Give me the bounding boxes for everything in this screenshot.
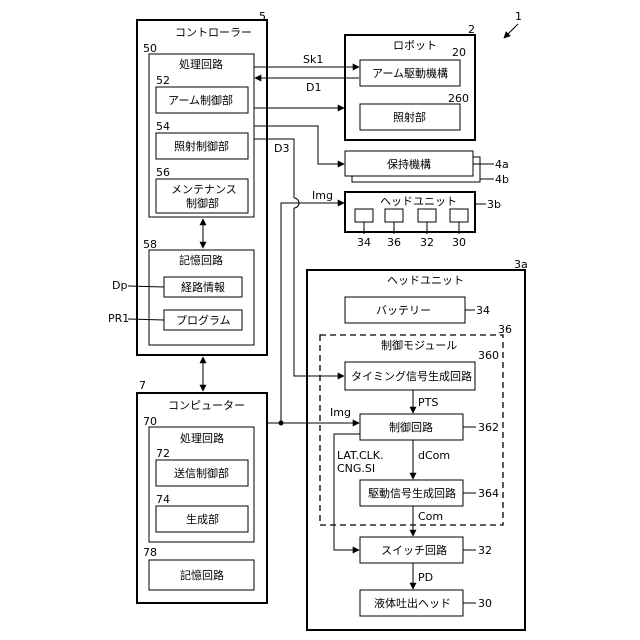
head-unit-small-label: ヘッドユニット bbox=[380, 195, 457, 208]
battery-label: バッテリー bbox=[376, 304, 431, 317]
transmit-control-label: 送信制御部 bbox=[174, 466, 229, 480]
lat-label-1: LAT.CLK. bbox=[337, 449, 383, 462]
controller-processing-ref: 50 bbox=[143, 42, 157, 55]
head-unit-label: ヘッドユニット bbox=[387, 274, 464, 287]
d1-label: D1 bbox=[306, 81, 321, 94]
robot-label: ロボット bbox=[393, 39, 437, 52]
pts-label: PTS bbox=[418, 396, 438, 409]
head-unit-small-block: ヘッドユニット 3b 34 36 32 30 bbox=[345, 192, 501, 249]
head-slot-1-ref: 34 bbox=[357, 236, 371, 249]
holding-ref-a: 4a bbox=[495, 158, 509, 171]
timing-ref: 360 bbox=[478, 349, 499, 362]
head-slot-3 bbox=[418, 209, 436, 222]
generation-label: 生成部 bbox=[186, 512, 219, 526]
robot-ref: 2 bbox=[468, 23, 475, 36]
holding-block: 保持機構 4a 4b bbox=[345, 151, 509, 186]
switch-ref: 32 bbox=[478, 544, 492, 557]
arm-drive-ref: 20 bbox=[452, 46, 466, 59]
controller-storage-label: 記憶回路 bbox=[179, 253, 223, 267]
liquid-head-label: 液体吐出ヘッド bbox=[374, 596, 451, 610]
arm-drive-label: アーム駆動機構 bbox=[372, 66, 448, 80]
timing-label: タイミング信号生成回路 bbox=[351, 369, 472, 383]
d3-label: D3 bbox=[274, 142, 289, 155]
battery-ref: 34 bbox=[476, 304, 490, 317]
maintenance-control-label-2: 制御部 bbox=[186, 196, 219, 210]
head-slot-2-ref: 36 bbox=[387, 236, 401, 249]
generation-ref: 74 bbox=[156, 493, 170, 506]
liquid-head-ref: 30 bbox=[478, 597, 492, 610]
head-unit-ref: 3a bbox=[514, 258, 528, 271]
arm-control-ref: 52 bbox=[156, 74, 170, 87]
head-slot-4 bbox=[450, 209, 468, 222]
controller-block: コントローラー 5 処理回路 50 アーム制御部 52 照射制御部 54 メンテ… bbox=[108, 10, 267, 355]
control-circuit-label: 制御回路 bbox=[389, 420, 433, 434]
program-label: プログラム bbox=[176, 313, 231, 327]
drive-signal-label: 駆動信号生成回路 bbox=[368, 486, 456, 500]
img-upper-label: Img bbox=[312, 189, 333, 202]
controller-processing-label: 処理回路 bbox=[179, 58, 223, 71]
computer-storage-label: 記憶回路 bbox=[180, 568, 224, 582]
computer-label: コンピューター bbox=[168, 399, 245, 412]
holding-label: 保持機構 bbox=[387, 157, 431, 171]
lat-label-2: CNG.SI bbox=[337, 462, 375, 475]
head-slot-4-ref: 30 bbox=[452, 236, 466, 249]
figure-arrow bbox=[504, 24, 518, 38]
switch-label: スイッチ回路 bbox=[381, 544, 447, 557]
head-slot-3-ref: 32 bbox=[420, 236, 434, 249]
robot-block: ロボット 2 アーム駆動機構 20 照射部 260 bbox=[345, 23, 475, 140]
route-info-label: 経路情報 bbox=[181, 281, 225, 294]
maintenance-control-ref: 56 bbox=[156, 166, 170, 179]
control-circuit-ref: 362 bbox=[478, 421, 499, 434]
controller-storage-ref: 58 bbox=[143, 238, 157, 251]
figure-number: 1 bbox=[515, 10, 522, 23]
holding-ref-b: 4b bbox=[495, 173, 509, 186]
irradiation-control-ref: 54 bbox=[156, 120, 170, 133]
irradiation-ref: 260 bbox=[448, 92, 469, 105]
control-module-label: 制御モジュール bbox=[381, 338, 457, 352]
irradiation-label: 照射部 bbox=[393, 110, 426, 124]
dcom-label: dCom bbox=[418, 449, 450, 462]
arm-control-label: アーム制御部 bbox=[168, 93, 233, 107]
computer-block: コンピューター 7 処理回路 70 送信制御部 72 生成部 74 記憶回路 7… bbox=[137, 379, 267, 603]
controller-label: コントローラー bbox=[175, 26, 252, 39]
route-info-ref: Dp bbox=[112, 279, 127, 292]
img-junction bbox=[279, 421, 284, 426]
head-unit-small-ref: 3b bbox=[487, 198, 501, 211]
drive-signal-ref: 364 bbox=[478, 487, 499, 500]
img-mid-label: Img bbox=[330, 406, 351, 419]
controller-ref: 5 bbox=[259, 10, 266, 23]
transmit-control-ref: 72 bbox=[156, 447, 170, 460]
maintenance-control-label-1: メンテナンス bbox=[171, 183, 237, 196]
irradiation-control-label: 照射制御部 bbox=[174, 139, 229, 153]
computer-processing-label: 処理回路 bbox=[180, 432, 224, 445]
head-slot-1 bbox=[355, 209, 373, 222]
program-ref: PR1 bbox=[108, 312, 129, 325]
com-label: Com bbox=[418, 510, 443, 523]
computer-ref: 7 bbox=[139, 379, 146, 392]
control-module-ref: 36 bbox=[498, 323, 512, 336]
computer-storage-ref: 78 bbox=[143, 546, 157, 559]
computer-processing-ref: 70 bbox=[143, 415, 157, 428]
sk1-label: Sk1 bbox=[303, 53, 323, 66]
head-slot-2 bbox=[385, 209, 403, 222]
pd-label: PD bbox=[418, 571, 433, 584]
